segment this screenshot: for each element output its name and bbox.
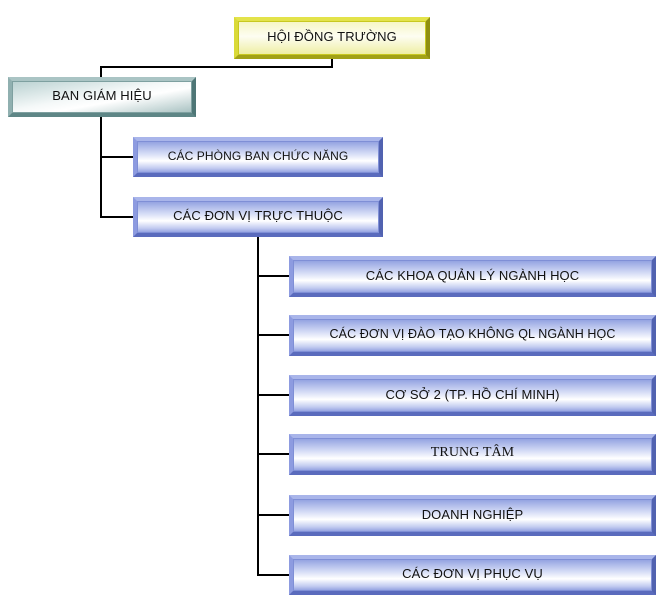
node-trung-tam: TRUNG TÂM [289,434,656,475]
node-don-vi-phuc-vu: CÁC ĐƠN VỊ PHỤC VỤ [289,555,656,595]
node-label: CƠ SỞ 2 (TP. HỒ CHÍ MINH) [385,386,560,402]
node-ban-giam-hieu: BAN GIÁM HIỆU [8,77,196,117]
connector-branch-unit-4 [257,453,290,455]
connector-branch-unit-2 [257,334,290,336]
connector-branch-phong-ban [100,156,134,158]
node-khoa-quan-ly-nganh-hoc: CÁC KHOA QUẢN LÝ NGÀNH HỌC [289,256,656,297]
node-label: TRUNG TÂM [430,445,515,460]
connector-root-down [331,59,333,68]
node-label: BAN GIÁM HIỆU [52,88,152,103]
node-label: HỘI ĐỒNG TRƯỜNG [267,29,397,44]
node-co-so-2: CƠ SỞ 2 (TP. HỒ CHÍ MINH) [289,375,656,416]
node-hoi-dong-truong: HỘI ĐỒNG TRƯỜNG [234,17,430,59]
node-don-vi-dao-tao: CÁC ĐƠN VỊ ĐÀO TẠO KHÔNG QL NGÀNH HỌC [289,315,656,356]
node-label: CÁC PHÒNG BAN CHỨC NĂNG [167,148,349,163]
node-label: CÁC ĐƠN VỊ ĐÀO TẠO KHÔNG QL NGÀNH HỌC [329,327,616,341]
connector-branch-truc-thuoc [100,216,134,218]
node-label: CÁC KHOA QUẢN LÝ NGÀNH HỌC [365,267,580,283]
node-don-vi-truc-thuoc: CÁC ĐƠN VỊ TRỰC THUỘC [133,197,383,237]
connector-board-up [100,66,102,78]
connector-branch-unit-1 [257,275,290,277]
node-label: DOANH NGHIỆP [421,506,524,522]
connector-branch-unit-3 [257,394,290,396]
connector-branch-unit-6 [257,574,290,576]
node-label: CÁC ĐƠN VỊ TRỰC THUỘC [173,208,343,223]
node-label: CÁC ĐƠN VỊ PHỤC VỤ [402,566,543,581]
connector-board-trunk [100,117,102,218]
connector-units-trunk [257,237,259,576]
connector-branch-unit-5 [257,514,290,516]
node-doanh-nghiep: DOANH NGHIỆP [289,495,656,536]
node-phong-ban-chuc-nang: CÁC PHÒNG BAN CHỨC NĂNG [133,137,383,177]
connector-root-horizontal [100,66,333,68]
